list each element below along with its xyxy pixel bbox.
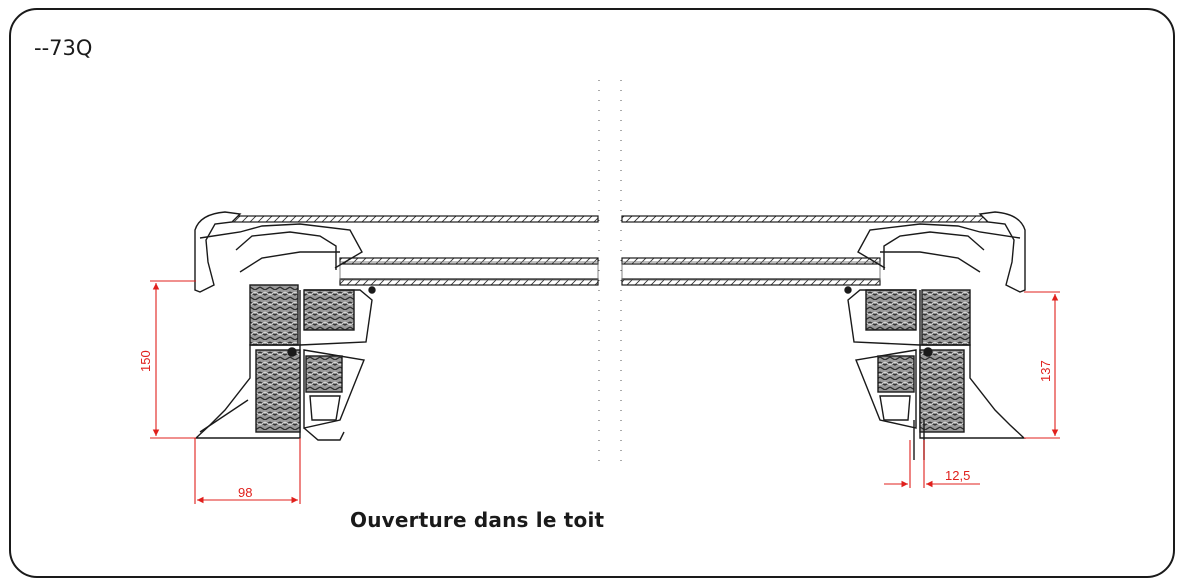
- frame-profile-left: [194, 211, 376, 441]
- dimension-left-width: [194, 438, 301, 504]
- product-code: --73Q: [34, 36, 93, 60]
- glazing-left: [226, 215, 599, 286]
- frame-profile-right: [844, 211, 1026, 460]
- dimension-right-offset: [884, 440, 980, 488]
- dimension-left-height: [150, 280, 196, 439]
- dimension-left-height-label: 150: [138, 350, 153, 372]
- dimension-right-height: [1024, 291, 1060, 439]
- dimension-right-offset-label: 12,5: [945, 468, 970, 483]
- dimension-left-width-label: 98: [238, 485, 252, 500]
- caption-roof-opening: Ouverture dans le toit: [350, 508, 605, 532]
- glazing-right: [621, 215, 994, 286]
- center-axis-lines: [598, 80, 622, 470]
- dimension-right-height-label: 137: [1038, 360, 1053, 382]
